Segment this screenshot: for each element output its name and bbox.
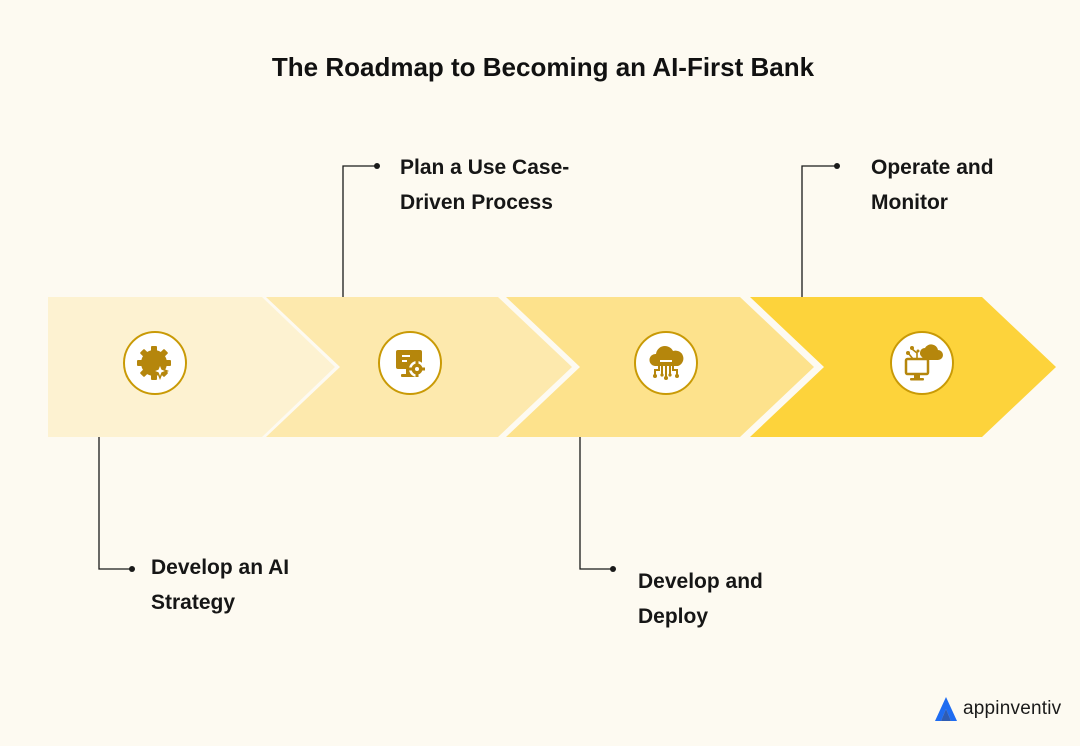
cloud-network-icon [649,346,684,380]
connector-step-2 [342,165,377,297]
connector-step-3 [579,437,613,570]
diagram-title: The Roadmap to Becoming an AI-First Bank [271,52,815,82]
step-1-label: Develop an AI Strategy [151,550,371,620]
appinventiv-logo-icon [935,697,957,721]
step-3-label: Develop and Deploy [638,564,858,634]
step-4-label-line-1: Operate and [871,156,994,179]
connector-dot-1 [129,566,135,572]
connector-dot-4 [834,163,840,169]
gear-sparkle-icon [137,346,171,381]
step-3-label-line-2: Deploy [638,605,709,628]
step-4-icon-circle [890,331,954,395]
step-1-label-line-2: Strategy [151,591,236,614]
brand-name: appinventiv [963,698,1062,719]
step-1-label-line-1: Develop an AI [151,556,290,579]
step-4-label-line-2: Monitor [871,191,948,214]
monitor-gear-icon [396,350,425,377]
connector-step-4 [801,165,837,297]
step-3-label-line-1: Develop and [638,570,763,593]
step-2-label-line-2: Driven Process [400,191,553,214]
monitor-cloud-icon [904,344,943,381]
brand-logo: appinventiv [933,694,1061,724]
step-3-icon-circle [634,331,698,395]
step-4-label: Operate and Monitor [871,150,1080,220]
connector-dot-2 [374,163,380,169]
connector-dot-3 [610,566,616,572]
step-1-chevron [48,297,335,437]
step-2-label-line-1: Plan a Use Case- [400,156,570,179]
step-2-icon-circle [378,331,442,395]
step-1-icon-circle [123,331,187,395]
step-2-label: Plan a Use Case- Driven Process [400,150,620,220]
connector-step-1 [98,437,132,570]
